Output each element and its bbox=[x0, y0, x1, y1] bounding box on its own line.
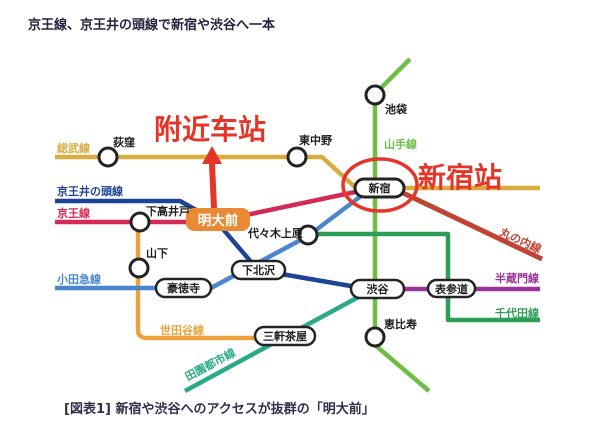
figure-caption: [図表1] 新宿や渋谷へのアクセスが抜群の「明大前」 bbox=[64, 402, 375, 417]
annotation-arrow-tail bbox=[209, 164, 217, 208]
ogikubo-station-label: 荻窪 bbox=[113, 135, 135, 149]
shibuya-station-label: 渋谷 bbox=[367, 282, 390, 296]
page-title: 京王線、京王井の頭線で新宿や渋谷へ一本 bbox=[28, 18, 276, 33]
yoyogiuehara-station-label: 代々木上原 bbox=[247, 226, 303, 240]
higashinakano-station-label: 東中野 bbox=[299, 133, 332, 147]
meidaimae-station-label: 明大前 bbox=[198, 212, 239, 229]
gotokuji-station-label: 豪徳寺 bbox=[167, 281, 200, 295]
yoyogiuehara-station-marker bbox=[297, 224, 319, 246]
yamanote-line-label: 山手線 bbox=[384, 137, 417, 151]
keio-line-label: 京王線 bbox=[57, 206, 90, 220]
setagaya-line-label: 世田谷線 bbox=[160, 323, 204, 337]
shimotakaido-station-label: 下高井戸 bbox=[146, 204, 190, 218]
ebisu-station-label: 恵比寿 bbox=[384, 317, 417, 331]
chiyoda-line-path bbox=[314, 231, 540, 323]
ikebukuro-station-label: 池袋 bbox=[385, 102, 408, 116]
sangenjaya-station-label: 三軒茶屋 bbox=[263, 329, 307, 343]
marunouchi-line-path bbox=[399, 189, 544, 262]
omotesando-station-box bbox=[426, 278, 477, 299]
shimokitazawa-station-label: 下北沢 bbox=[242, 263, 276, 277]
sangenjaya-station-box bbox=[253, 325, 317, 347]
meidaimae-station-box bbox=[186, 208, 250, 231]
shinjuku-highlight-ellipse bbox=[341, 157, 419, 213]
gotokuji-station-box bbox=[154, 277, 213, 299]
omotesando-station-label: 表参道 bbox=[434, 282, 468, 296]
higashinakano-station-marker bbox=[286, 146, 308, 168]
nearby-station-annotation: 附近车站 bbox=[154, 113, 266, 146]
yamanote-line-path bbox=[372, 57, 431, 393]
shinjuku-station-label: 新宿 bbox=[369, 181, 391, 195]
yamashita-station-label: 山下 bbox=[146, 246, 168, 260]
setagaya-line-path bbox=[135, 224, 257, 341]
shinjuku-station-box bbox=[353, 177, 406, 199]
shimotakaido-station-marker bbox=[129, 211, 151, 233]
ikebukuro-station-marker bbox=[364, 84, 386, 106]
ebisu-station-marker bbox=[364, 326, 386, 348]
ogikubo-station-marker bbox=[97, 146, 119, 168]
hanzomon-line-label: 半蔵門線 bbox=[495, 271, 539, 285]
sobu-line-label: 総武線 bbox=[57, 141, 90, 155]
shibuya-station-box bbox=[349, 278, 406, 300]
chiyoda-line-label: 千代田線 bbox=[495, 306, 539, 320]
odakyu-line-label: 小田急線 bbox=[56, 272, 101, 286]
annotation-arrow-head bbox=[202, 146, 222, 164]
shinjuku-station-annotation: 新宿站 bbox=[418, 161, 502, 194]
yamashita-station-marker bbox=[128, 257, 150, 279]
sobu-line-path bbox=[55, 154, 540, 191]
inokashira-line-label: 京王井の頭線 bbox=[57, 184, 123, 198]
shimokitazawa-station-box bbox=[230, 259, 287, 281]
